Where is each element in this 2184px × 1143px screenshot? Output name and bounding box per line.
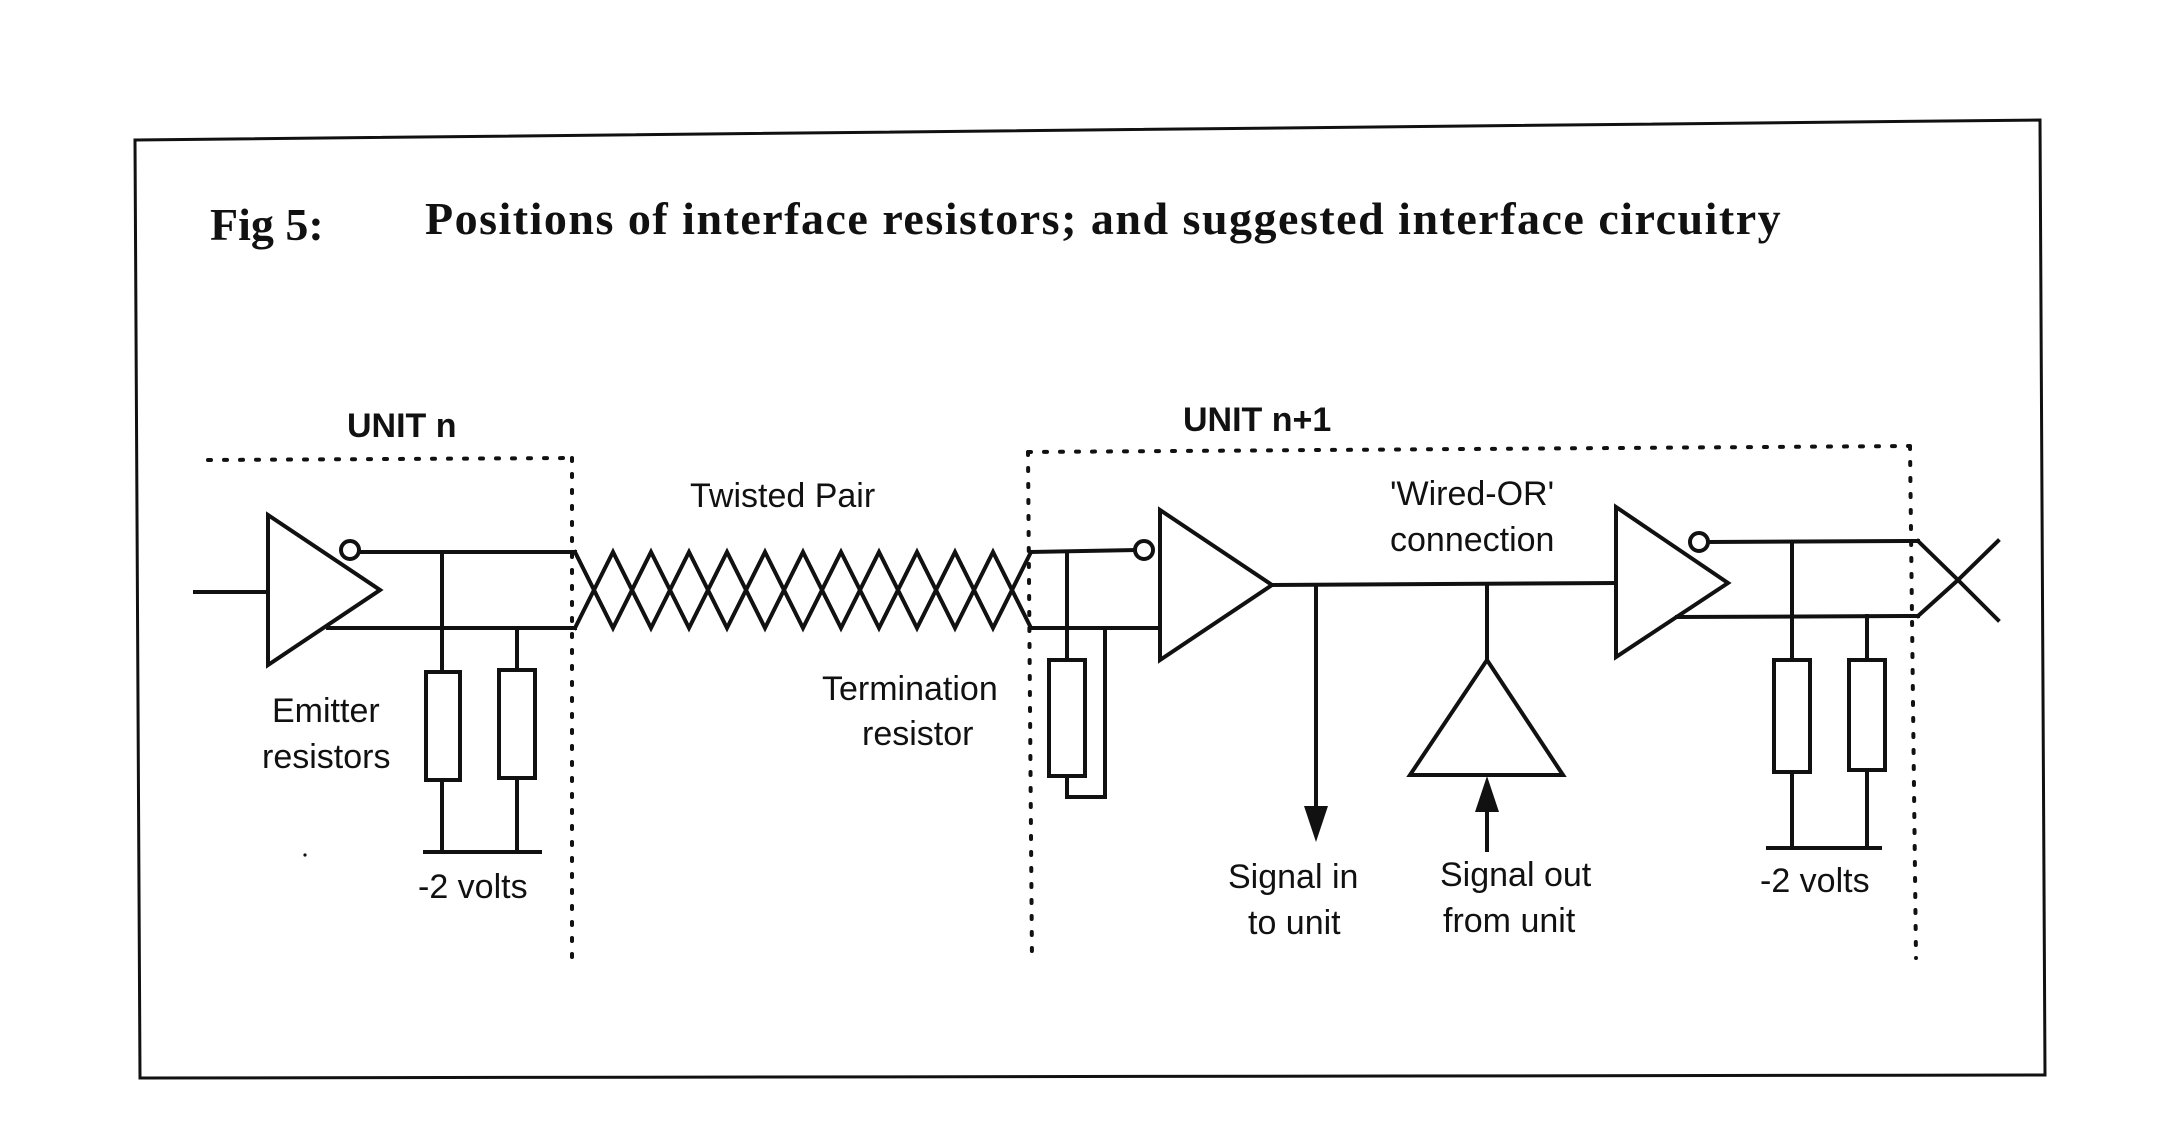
receiver-invert-bubble	[1133, 539, 1155, 561]
emitter-resistors-label-1: Emitter	[272, 692, 380, 730]
signal-in-label-2: to unit	[1248, 904, 1341, 942]
signal-out-arrowhead	[1475, 776, 1499, 812]
signal-out-label-2: from unit	[1443, 902, 1576, 940]
right-emitter-resistor-1	[1772, 658, 1812, 774]
termination-resistor	[1047, 658, 1087, 778]
wired-or-label-1: 'Wired-OR'	[1390, 475, 1554, 513]
unit-n-label: UNIT n	[347, 407, 457, 445]
right-emitter-resistor-2	[1847, 658, 1887, 772]
figure-number: Fig 5:	[210, 199, 324, 250]
right-driver-out-top	[1705, 538, 1921, 545]
signal-in-arrowhead	[1304, 806, 1328, 842]
outgoing-twisted-pair-stub	[1915, 538, 2001, 623]
unit-n1-label: UNIT n+1	[1183, 401, 1331, 439]
unit-n1-boundary	[1026, 444, 1918, 964]
left-driver-gate	[266, 511, 384, 669]
termination-resistor-label-1: Termination	[822, 670, 998, 708]
twisted-pair-label: Twisted Pair	[690, 477, 875, 515]
figure-frame	[133, 118, 2047, 1080]
termination-resistor-label-2: resistor	[862, 715, 973, 753]
right-driver-gate	[1614, 503, 1732, 661]
figure-title: Positions of interface resistors; and su…	[425, 193, 1782, 244]
signal-out-buffer	[1406, 656, 1567, 777]
receiver-gate	[1158, 506, 1276, 664]
twisted-pair-cable	[572, 547, 1034, 633]
termination-lead-bottom	[1065, 626, 1107, 799]
emitter-resistor-1	[424, 670, 462, 782]
signal-in-label-1: Signal in	[1228, 858, 1358, 896]
right-supply-label: -2 volts	[1760, 862, 1870, 900]
left-driver-invert-bubble	[339, 539, 361, 561]
unit-n-boundary	[206, 456, 574, 970]
left-supply-label: -2 volts	[418, 868, 528, 906]
emitter-resistors-label-2: resistors	[262, 738, 390, 776]
receiver-in-top	[1028, 547, 1138, 555]
right-driver-out-bottom	[1674, 613, 1921, 620]
right-driver-invert-bubble	[1688, 531, 1710, 553]
wired-or-label-2: connection	[1390, 521, 1554, 559]
wired-or-bus	[1269, 580, 1619, 588]
emitter-resistor-2	[497, 668, 537, 780]
signal-out-label-1: Signal out	[1440, 856, 1592, 894]
scan-speck	[303, 853, 307, 857]
